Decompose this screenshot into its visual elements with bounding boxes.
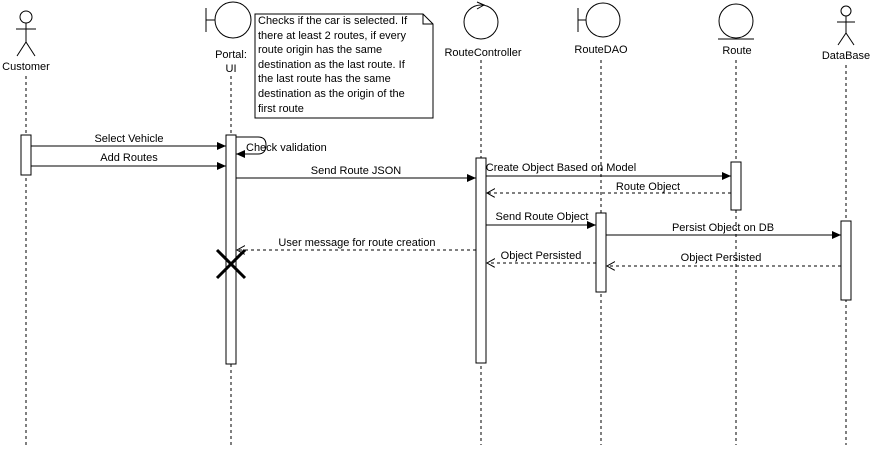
activations	[20, 134, 852, 365]
msg-object-persisted-db-label: Object Persisted	[681, 252, 762, 264]
msg-send-route-json-label: Send Route JSON	[311, 165, 402, 177]
note-line: destination as the last route. If	[258, 58, 405, 71]
msg-add-routes-label: Add Routes	[100, 152, 158, 164]
msg-check-validation-label: Check validation	[246, 142, 327, 154]
activation-database	[840, 220, 852, 301]
route-label: Route	[722, 45, 751, 57]
note-text: Checks if the car is selected. If there …	[258, 14, 430, 116]
route-entity-icon	[718, 3, 754, 40]
activation-route-controller	[475, 157, 487, 364]
activation-route	[730, 161, 742, 211]
note-line: there at least 2 routes, if every	[258, 29, 406, 42]
portal-label-line2: UI	[226, 63, 237, 75]
msg-check-validation-arrow	[236, 136, 267, 158]
msg-persist-object-label: Persist Object on DB	[672, 222, 774, 234]
customer-actor-icon	[16, 10, 36, 57]
activation-portal	[225, 134, 237, 365]
portal-boundary-icon	[205, 1, 252, 39]
note-fold	[422, 14, 433, 25]
note-line: the last route has the same	[258, 73, 391, 86]
msg-object-persisted-dao-label: Object Persisted	[501, 250, 582, 262]
destroy-x-icon	[215, 248, 247, 280]
note-line: route origin has the same	[258, 44, 383, 57]
route-controller-label: RouteController	[444, 47, 521, 59]
note-line: Checks if the car is selected. If	[258, 15, 408, 27]
route-dao-label: RouteDAO	[574, 44, 628, 56]
validation-note	[254, 13, 434, 119]
activation-customer	[20, 134, 32, 176]
route-dao-boundary-icon	[577, 2, 621, 38]
msg-send-route-object-label: Send Route Object	[496, 211, 589, 223]
msg-route-object-label: Route Object	[616, 181, 680, 193]
portal-label-line1: Portal:	[215, 49, 247, 61]
note-line: first route	[258, 102, 304, 115]
route-controller-control-icon	[463, 1, 499, 40]
database-label: DataBase	[822, 50, 870, 62]
msg-user-message-label: User message for route creation	[278, 237, 435, 249]
note-line: destination as the origin of the	[258, 87, 405, 100]
activation-route-dao	[595, 212, 607, 293]
msg-create-object-label: Create Object Based on Model	[486, 162, 636, 174]
customer-label: Customer	[2, 61, 50, 73]
database-actor-icon	[837, 5, 855, 46]
msg-select-vehicle-label: Select Vehicle	[94, 133, 163, 145]
